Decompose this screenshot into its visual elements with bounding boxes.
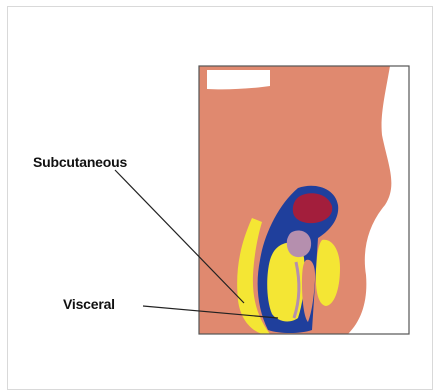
internal-organs — [287, 230, 311, 257]
body-notch — [207, 70, 270, 89]
visceral-label: Visceral — [63, 296, 115, 312]
subcutaneous-label: Subcutaneous — [33, 154, 127, 170]
